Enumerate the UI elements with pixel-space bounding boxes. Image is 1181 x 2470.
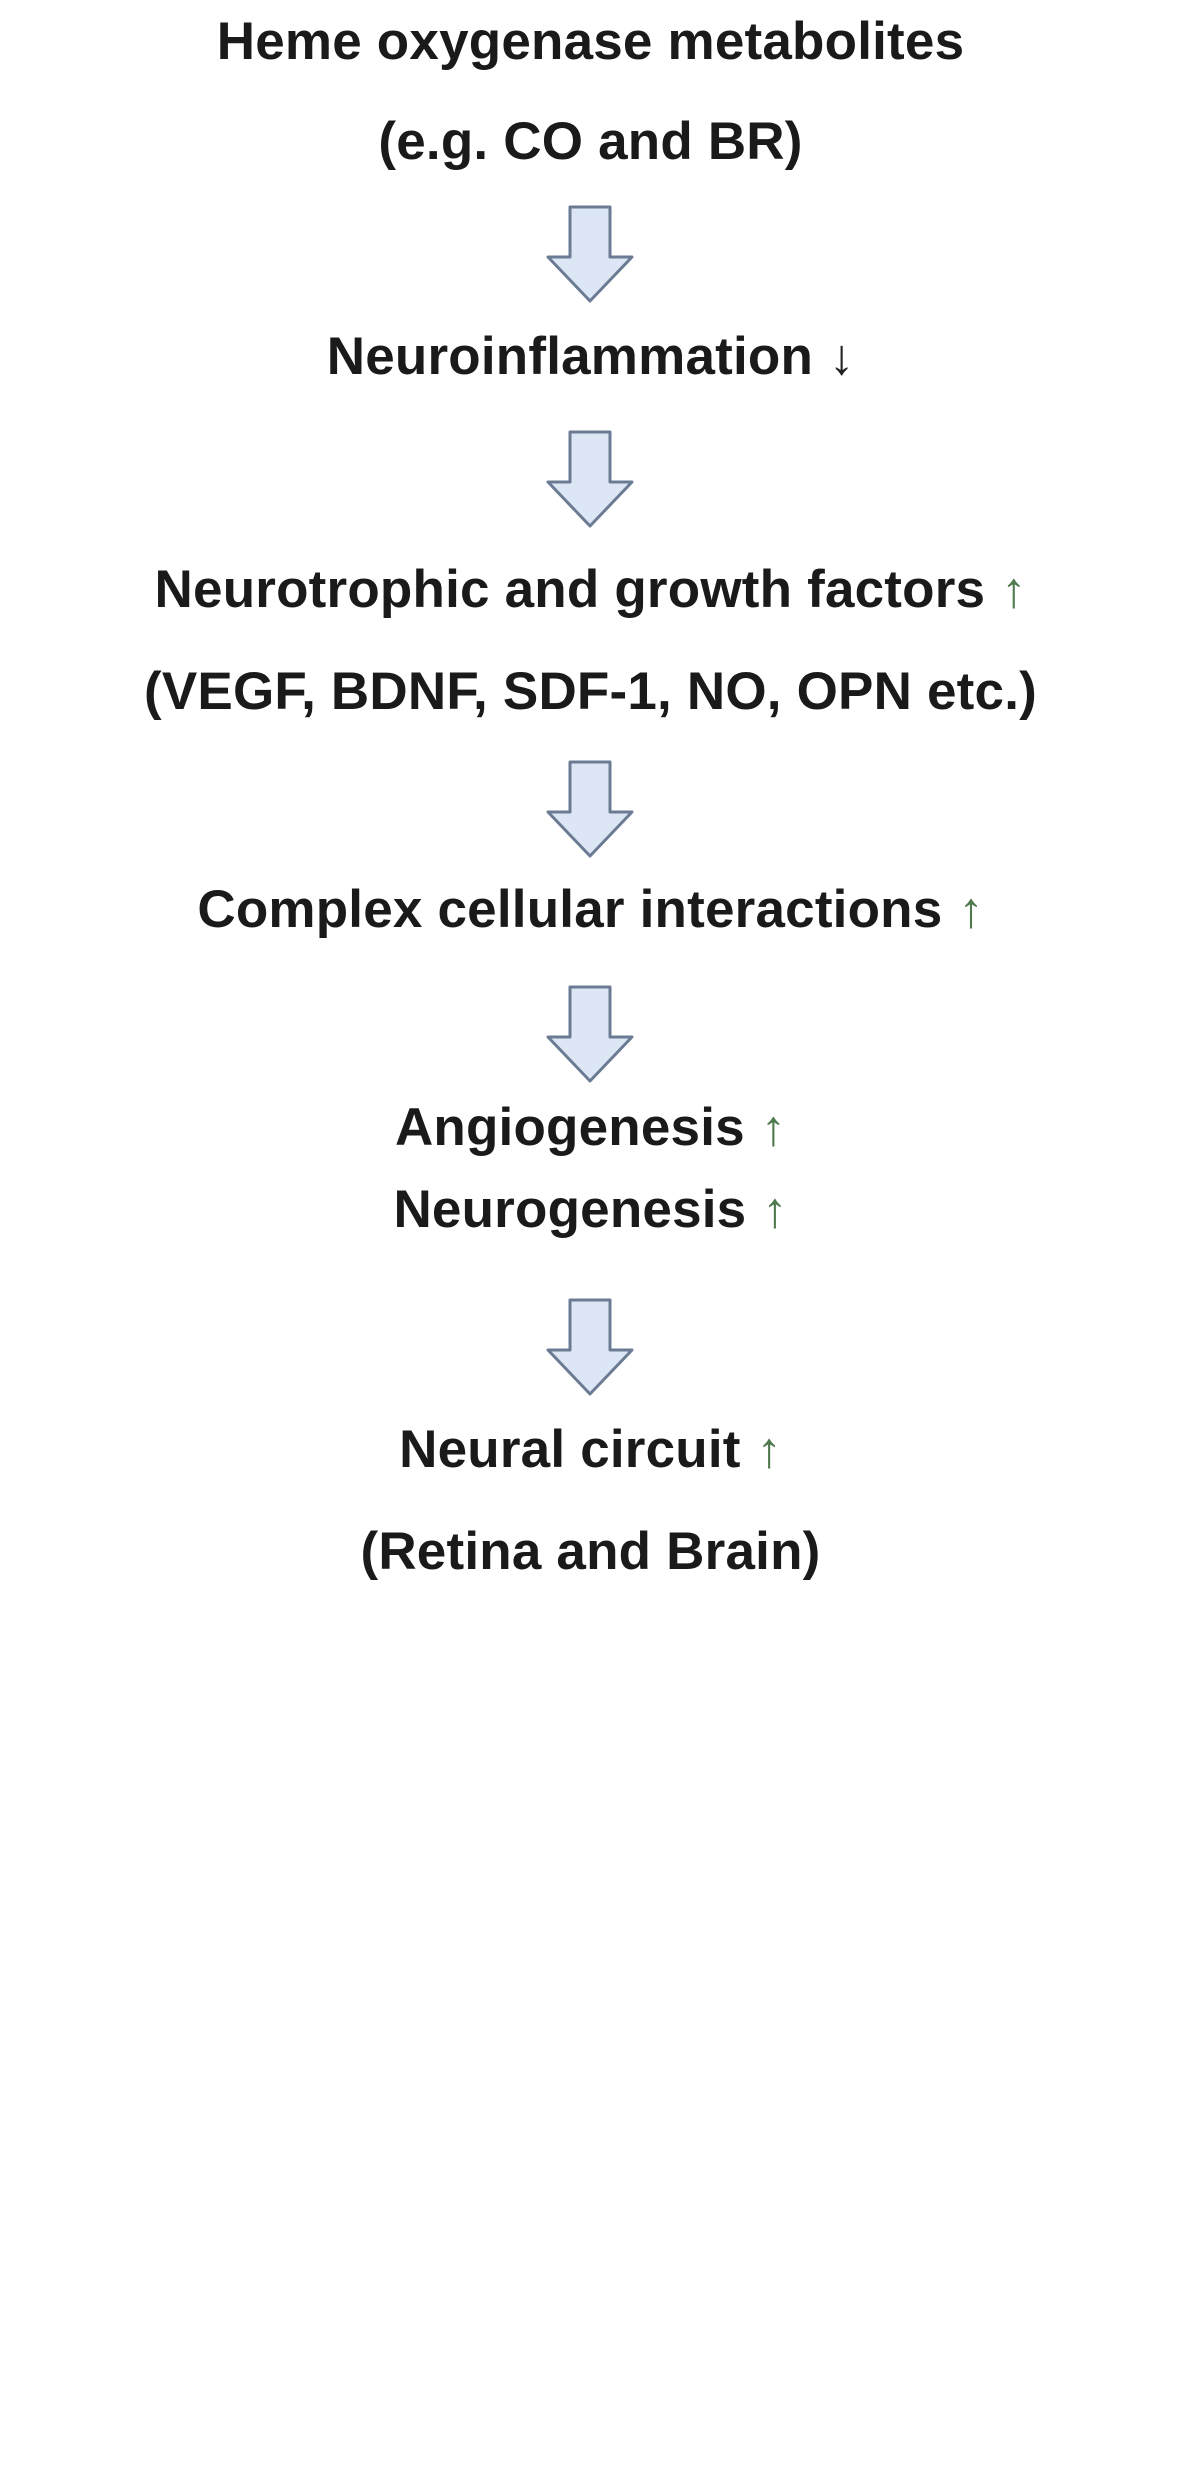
step-retina-and-brain: (Retina and Brain) [0,1520,1181,1584]
increase-arrow-icon: ↑ [756,1422,782,1478]
decrease-arrow-icon: ↓ [829,329,855,385]
down-arrow-icon [546,985,634,1083]
increase-arrow-icon: ↑ [1001,562,1027,618]
increase-arrow-icon: ↑ [762,1182,788,1238]
step-label: Neural circuit [399,1420,741,1479]
step-angiogenesis: Angiogenesis ↑ [0,1096,1181,1160]
step-label: (Retina and Brain) [360,1522,821,1581]
down-arrow-icon [546,760,634,858]
step-growth-factor-examples: (VEGF, BDNF, SDF-1, NO, OPN etc.) [0,660,1181,724]
step-label: (VEGF, BDNF, SDF-1, NO, OPN etc.) [144,662,1037,721]
increase-arrow-icon: ↑ [760,1100,787,1156]
step-label: Angiogenesis [394,1098,745,1157]
step-label: Complex cellular interactions [197,880,943,939]
increase-arrow-icon: ↑ [958,882,984,938]
step-complex-cellular-interactions: Complex cellular interactions ↑ [0,878,1181,942]
step-neurogenesis: Neurogenesis ↑ [0,1178,1181,1242]
down-arrow-icon [546,430,634,528]
step-label: Neurogenesis [393,1180,747,1239]
step-label: Neuroinflammation [326,327,814,386]
down-arrow-icon [546,205,634,303]
down-arrow-icon [546,1298,634,1396]
step-label: Neurotrophic and growth factors [154,560,986,619]
step-label: (e.g. CO and BR) [378,112,803,171]
step-heme-examples: (e.g. CO and BR) [0,110,1181,174]
step-heme-oxygenase-metabolites: Heme oxygenase metabolites [0,10,1181,74]
step-neurotrophic-growth-factors: Neurotrophic and growth factors ↑ [0,558,1181,622]
step-neuroinflammation: Neuroinflammation ↓ [0,325,1181,389]
step-neural-circuit: Neural circuit ↑ [0,1418,1181,1482]
step-label: Heme oxygenase metabolites [216,12,965,71]
